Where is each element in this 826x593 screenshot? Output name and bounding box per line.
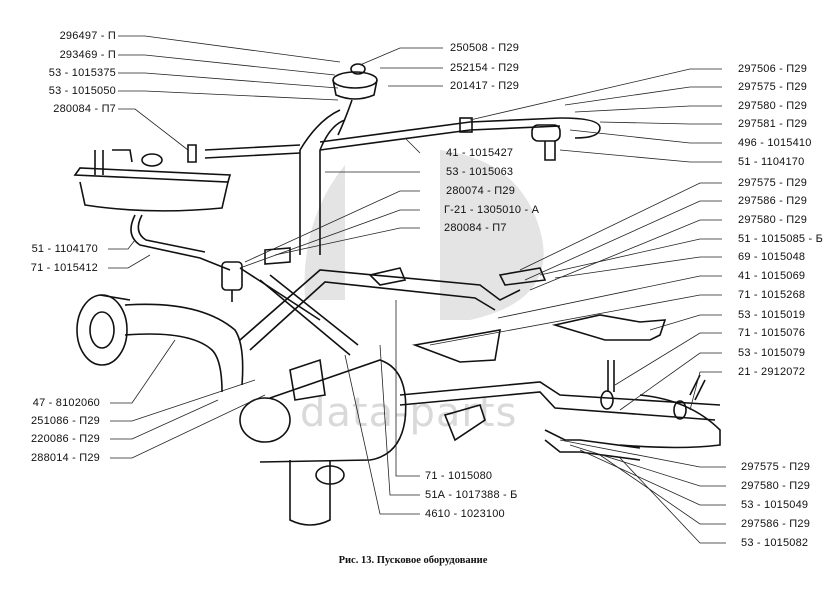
part-label: 51А - 1017388 - Б	[425, 489, 518, 501]
part-label: 250508 - П29	[450, 42, 520, 54]
vent-valve-cap	[332, 63, 378, 136]
part-label: 293469 - П	[59, 49, 116, 61]
part-label: 297581 - П29	[738, 118, 808, 130]
part-label: 53 - 1015079	[738, 347, 806, 359]
part-label: 53 - 1015063	[446, 166, 514, 178]
part-label: 297586 - П29	[738, 195, 808, 207]
part-label: 496 - 1015410	[738, 137, 812, 149]
part-label: 53 - 1015049	[741, 499, 809, 511]
exhaust-pipe	[399, 381, 721, 449]
fuel-tank	[73, 144, 232, 212]
part-label: 51 - 1104170	[31, 243, 98, 255]
leader-lines	[108, 35, 726, 544]
part-label: 51 - 1104170	[738, 156, 805, 168]
part-label: 71 - 1015076	[738, 327, 806, 339]
fuel-tap	[531, 124, 561, 161]
part-label: 53 - 1015050	[48, 85, 116, 97]
part-label: 71 - 1015268	[738, 289, 806, 301]
part-label: 251086 - П29	[30, 415, 100, 427]
part-label: 41 - 1015069	[738, 270, 806, 282]
part-label: 297575 - П29	[741, 461, 811, 473]
exhaust-clamps	[600, 360, 706, 420]
part-label: 21 - 2912072	[738, 366, 806, 378]
part-label: 51 - 1015085 - Б	[738, 233, 824, 245]
part-label: Г-21 - 1305010 - А	[444, 204, 540, 216]
part-label: 288014 - П29	[30, 452, 100, 464]
part-label: 53 - 1015375	[48, 67, 116, 79]
part-label: 47 - 8102060	[32, 397, 100, 409]
part-label: 297575 - П29	[738, 81, 808, 93]
frame-tube-diagonal	[239, 269, 521, 356]
figure-caption: Рис. 13. Пусковое оборудование	[338, 555, 488, 566]
part-label: 297506 - П29	[738, 63, 808, 75]
part-label: 297575 - П29	[738, 177, 808, 189]
heater-body	[239, 359, 407, 526]
part-label: 297580 - П29	[741, 480, 811, 492]
part-label: 53 - 1015082	[741, 537, 809, 549]
part-label: 220086 - П29	[30, 433, 100, 445]
heat-shield	[411, 314, 667, 363]
part-label: 71 - 1015412	[30, 262, 98, 274]
part-label: 4610 - 1023100	[425, 508, 505, 520]
part-label: 53 - 1015019	[738, 309, 806, 321]
part-label: 41 - 1015427	[446, 147, 514, 159]
feed-line	[130, 214, 321, 321]
part-label: 201417 - П29	[450, 80, 520, 92]
part-label: 280084 - П7	[53, 103, 116, 115]
part-label: 297580 - П29	[738, 100, 808, 112]
part-label: 69 - 1015048	[738, 251, 806, 263]
part-label: 296497 - П	[59, 30, 116, 42]
blower-fan	[76, 294, 131, 366]
part-label: 280084 - П7	[444, 222, 507, 234]
filler-pipe	[299, 109, 346, 255]
part-label: 280074 - П29	[446, 185, 516, 197]
part-label: 71 - 1015080	[425, 470, 493, 482]
part-label: 297586 - П29	[741, 518, 811, 530]
air-hose	[124, 303, 244, 393]
part-label: 297580 - П29	[738, 214, 808, 226]
part-label: 252154 - П29	[450, 62, 520, 74]
top-fuel-line	[204, 117, 601, 159]
nozzle-hose	[368, 267, 641, 461]
watermark-logo	[304, 150, 544, 320]
